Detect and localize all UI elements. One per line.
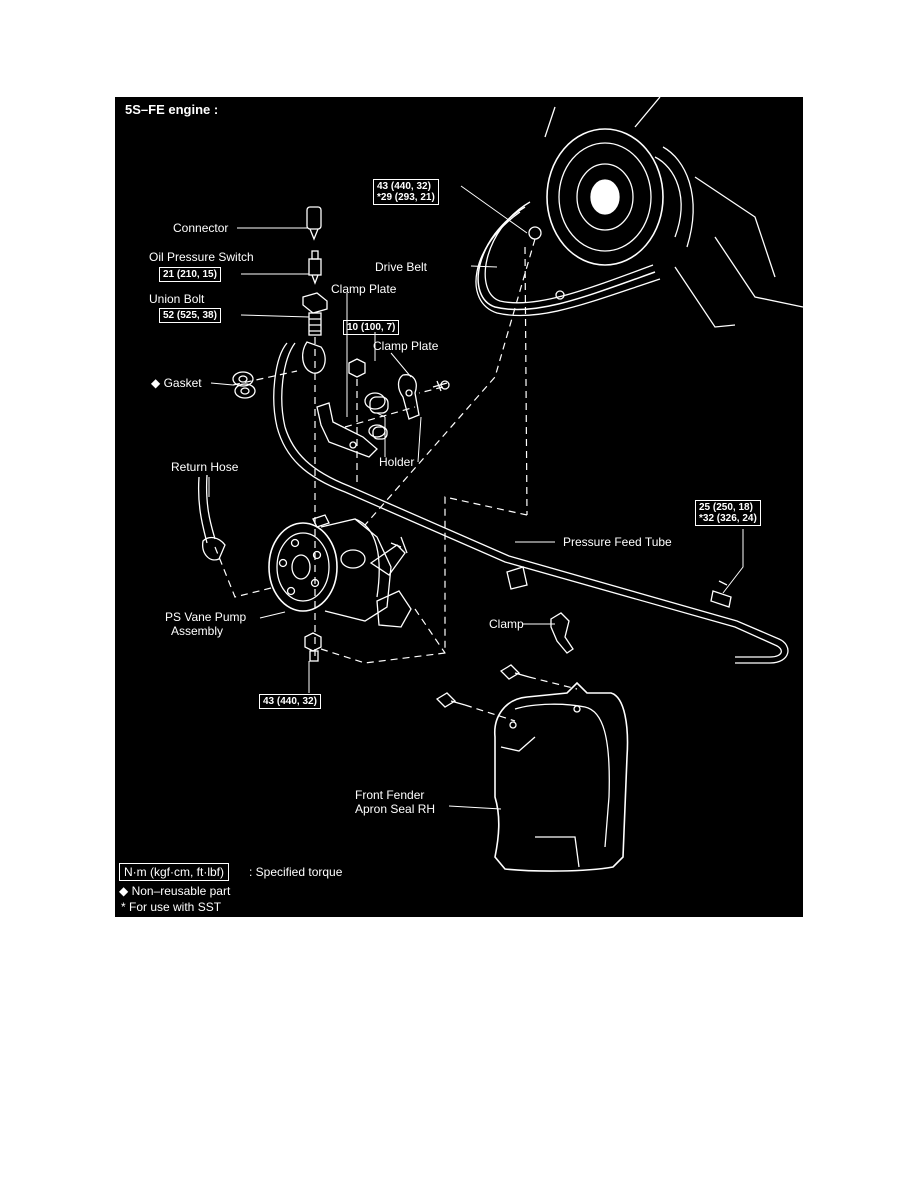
torque-union-bolt: 52 (525, 38) bbox=[163, 310, 217, 321]
assembly-lines bbox=[214, 238, 578, 722]
label-return-hose: Return Hose bbox=[171, 460, 239, 474]
torque-box-union-bolt: 52 (525, 38) bbox=[159, 308, 221, 323]
label-drive-belt: Drive Belt bbox=[375, 260, 428, 274]
torque-oil-pressure-switch: 21 (210, 15) bbox=[163, 269, 217, 280]
torque-drive-belt-line1: 43 (440, 32) bbox=[377, 181, 431, 192]
torque-drive-belt-line2: *29 (293, 21) bbox=[377, 192, 435, 203]
label-ps-vane-pump-1: PS Vane Pump bbox=[165, 610, 247, 624]
label-clamp: Clamp bbox=[489, 617, 524, 631]
torque-feed-tube-line1: 25 (250, 18) bbox=[699, 502, 753, 513]
union-bolt-part bbox=[302, 292, 328, 336]
pressure-fitting bbox=[273, 341, 789, 664]
drive-belt bbox=[475, 201, 661, 317]
fender-apron-seal-part bbox=[494, 681, 629, 872]
label-oil-pressure-switch: Oil Pressure Switch bbox=[149, 250, 254, 264]
label-pressure-feed-tube: Pressure Feed Tube bbox=[563, 535, 672, 549]
diagram-title: 5S–FE engine : bbox=[125, 102, 219, 117]
exploded-view-art bbox=[197, 97, 803, 872]
legend-unit-text: : Specified torque bbox=[249, 865, 343, 879]
torque-box-oil-pressure-switch: 21 (210, 15) bbox=[159, 267, 221, 282]
torque-clamp-plate: 10 (100, 7) bbox=[347, 322, 396, 333]
leader-lines bbox=[208, 185, 744, 810]
diagram-panel: 5S–FE engine : Connector Oil Pressure Sw… bbox=[115, 97, 803, 917]
label-clamp-plate-2: Clamp Plate bbox=[373, 339, 439, 353]
clamp-plate-part-1 bbox=[316, 402, 378, 458]
torque-feed-tube-line2: *32 (326, 24) bbox=[699, 513, 757, 524]
ps-vane-pump-part bbox=[268, 514, 412, 628]
label-clamp-plate-1: Clamp Plate bbox=[331, 282, 397, 296]
clamp-part bbox=[550, 612, 574, 654]
connector-part bbox=[306, 206, 322, 241]
return-hose-part bbox=[197, 474, 226, 561]
clamp-plate-part-2 bbox=[397, 374, 450, 420]
legend-sst: * For use with SST bbox=[121, 900, 222, 914]
torque-box-pump-bolt: 43 (440, 32) bbox=[259, 694, 321, 709]
holder-part bbox=[364, 392, 389, 440]
label-ps-vane-pump-2: Assembly bbox=[171, 624, 224, 638]
torque-box-drive-belt: 43 (440, 32) *29 (293, 21) bbox=[373, 179, 439, 205]
crank-pulley bbox=[544, 97, 803, 328]
feed-tube-fitting bbox=[710, 580, 732, 608]
label-holder: Holder bbox=[379, 455, 415, 469]
legend-unit-box: N·m (kgf·cm, ft·lbf) bbox=[119, 863, 229, 881]
label-union-bolt: Union Bolt bbox=[149, 292, 205, 306]
pump-bolt-part bbox=[304, 632, 322, 662]
oil-pressure-switch-part bbox=[308, 250, 322, 285]
fender-bolts-part bbox=[435, 664, 530, 708]
clamp-nut-part bbox=[348, 358, 366, 378]
label-gasket: ◆ Gasket bbox=[151, 376, 202, 390]
torque-box-feed-tube: 25 (250, 18) *32 (326, 24) bbox=[695, 500, 761, 526]
gasket-part bbox=[232, 371, 256, 399]
torque-box-clamp-plate: 10 (100, 7) bbox=[343, 320, 400, 335]
torque-pump-bolt: 43 (440, 32) bbox=[263, 696, 317, 707]
label-front-fender-2: Apron Seal RH bbox=[355, 802, 436, 816]
label-front-fender-1: Front Fender bbox=[355, 788, 425, 802]
legend-non-reusable: ◆ Non–reusable part bbox=[119, 884, 231, 898]
label-connector: Connector bbox=[173, 221, 229, 235]
